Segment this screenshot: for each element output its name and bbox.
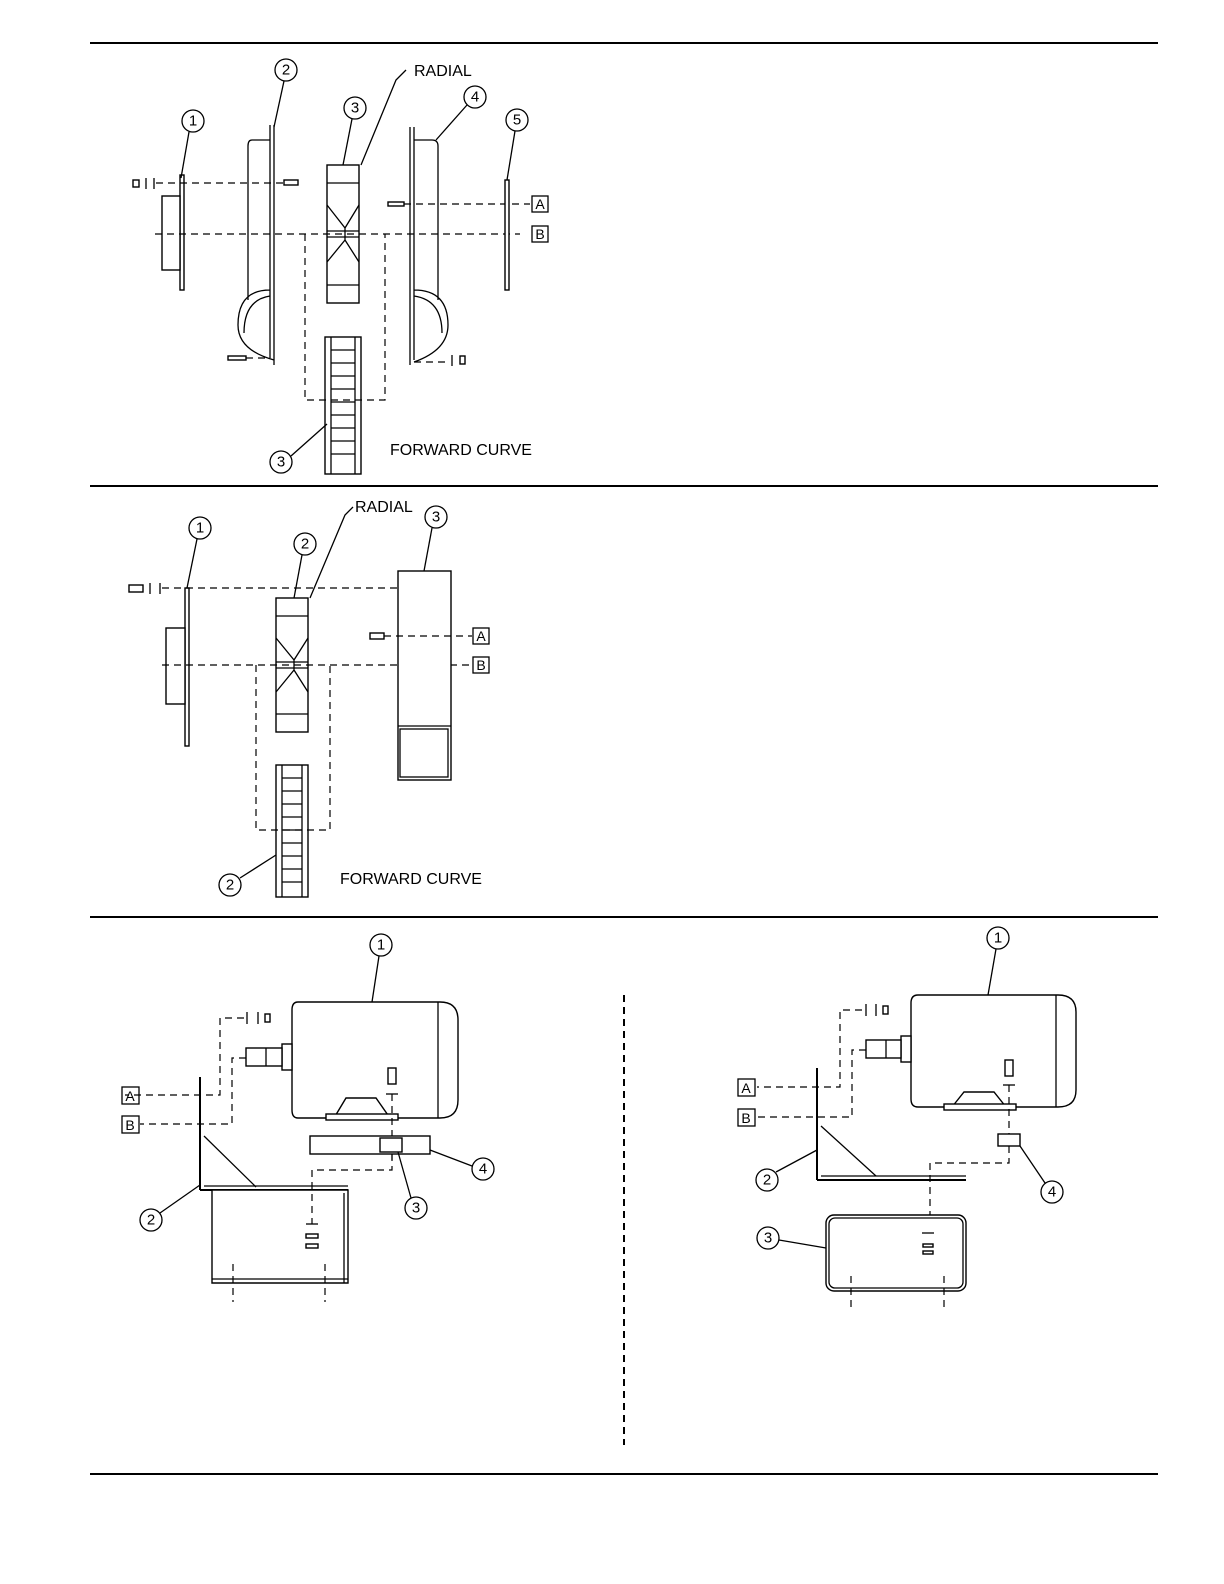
p1-forward-curve-label: FORWARD CURVE xyxy=(390,442,532,459)
p3r-top-nut xyxy=(866,1004,888,1016)
p3r-callout-2: 2 xyxy=(763,1172,771,1189)
p3r-callout-1: 1 xyxy=(994,930,1002,947)
p1-callout-2: 2 xyxy=(282,62,290,79)
p3r-callout-4: 4 xyxy=(1048,1184,1056,1201)
panel-2-exploded-blower: A B 1 2 3 2 RADIAL FORWARD CURVE xyxy=(129,499,489,897)
panel-3-left-motor-mount: A B 1 2 3 4 xyxy=(122,934,494,1302)
p1-radial-wheel xyxy=(327,165,359,303)
p3r-spacer xyxy=(998,1134,1020,1146)
p1-callout-3: 3 xyxy=(351,100,359,117)
p1-forward-curve-wheel xyxy=(325,337,361,474)
p3r-base-box xyxy=(826,1215,966,1310)
p2-box-a: A xyxy=(476,628,486,644)
p1-callout-1: 1 xyxy=(189,113,197,130)
p2-box-b: B xyxy=(476,657,485,673)
p2-housing-left xyxy=(238,125,274,365)
p3l-motor xyxy=(246,1002,458,1120)
p2-radial-wheel xyxy=(276,598,308,732)
p2-inlet-ring xyxy=(166,628,185,704)
p3l-callout-1: 1 xyxy=(377,937,385,954)
p3l-rail xyxy=(310,1136,430,1154)
p1-washer-nut xyxy=(133,178,154,189)
p1-callout-3b: 3 xyxy=(277,454,285,471)
p2-callout-2: 2 xyxy=(301,536,309,553)
p5-back-plate xyxy=(505,180,509,290)
p1-inlet-ring xyxy=(162,196,180,270)
p3l-box-a: A xyxy=(125,1088,135,1104)
p2-callout-2b: 2 xyxy=(226,877,234,894)
p3r-box-a: A xyxy=(741,1080,751,1096)
p3l-callout-4: 4 xyxy=(479,1161,487,1178)
p3l-callout-3: 3 xyxy=(412,1200,420,1217)
p3l-base-box xyxy=(212,1190,348,1302)
p1-box-b: B xyxy=(535,226,544,242)
p2-callout-1: 1 xyxy=(196,520,204,537)
p1-box-a: A xyxy=(535,196,545,212)
p3l-box-b: B xyxy=(125,1117,134,1133)
p2-radial-label: RADIAL xyxy=(355,499,413,516)
p3l-top-nut xyxy=(247,1012,270,1024)
panel-1-exploded-blower: A B 1 2 3 4 5 3 RADIAL FORWARD CURVE xyxy=(133,59,548,474)
p2-callout-3: 3 xyxy=(432,509,440,526)
p1-callout-5: 5 xyxy=(513,112,521,129)
p3l-callout-2: 2 xyxy=(147,1212,155,1229)
p3r-callout-3: 3 xyxy=(764,1230,772,1247)
panel-3-right-motor-mount: A B 1 2 3 4 xyxy=(738,927,1076,1310)
p2-forward-curve-label: FORWARD CURVE xyxy=(340,871,482,888)
p1-callout-4: 4 xyxy=(471,89,479,106)
p2-housing-box xyxy=(398,571,451,780)
p1-radial-label: RADIAL xyxy=(414,63,472,80)
p3r-motor xyxy=(866,995,1076,1110)
p2-forward-curve-wheel xyxy=(276,765,308,897)
p3r-box-b: B xyxy=(741,1110,750,1126)
p2-washer-nut xyxy=(129,583,160,594)
